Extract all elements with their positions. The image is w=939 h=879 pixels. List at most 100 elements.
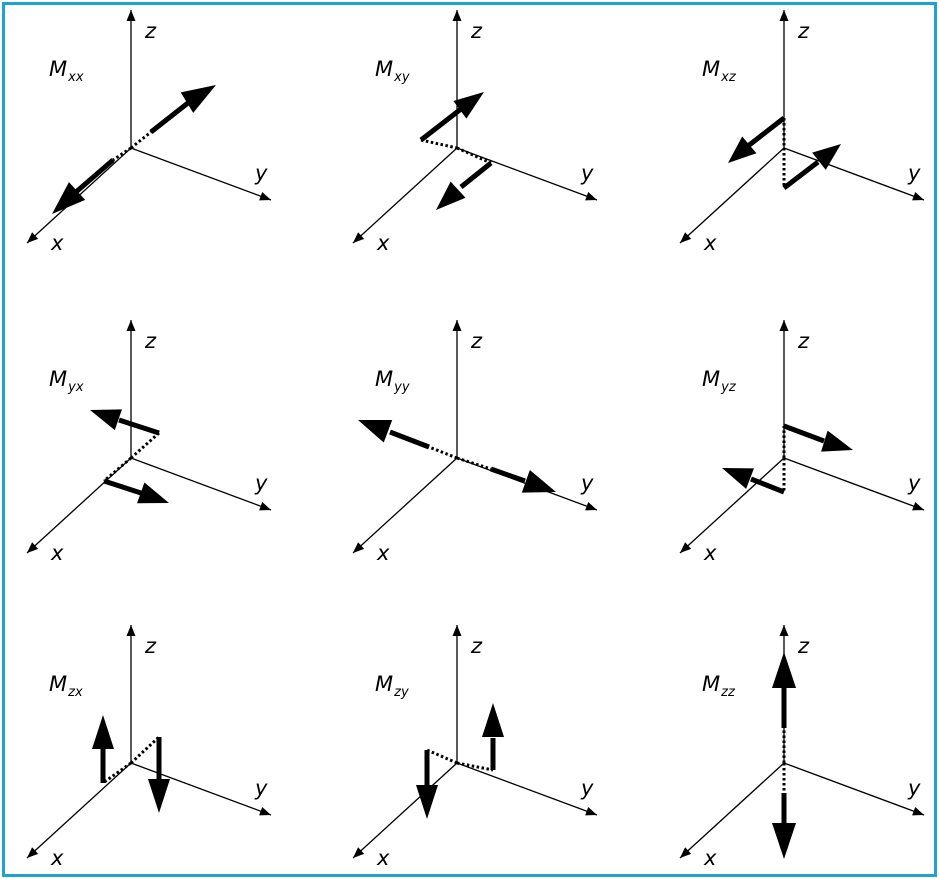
lever-arm-dashed — [130, 130, 152, 150]
x-axis-arrowhead — [680, 232, 692, 243]
component-label: Mxy — [375, 57, 410, 85]
x-axis-line — [679, 762, 785, 859]
z-axis-label: z — [144, 634, 157, 658]
y-axis-label: y — [907, 471, 921, 495]
z-axis-arrowhead — [126, 320, 136, 331]
y-axis-line — [130, 762, 272, 816]
force-shaft — [490, 466, 526, 484]
component-label: Myy — [375, 367, 410, 395]
y-axis-line — [783, 762, 925, 816]
z-axis-label: z — [797, 634, 810, 658]
force-arrowhead — [722, 468, 754, 489]
x-axis-label: x — [376, 541, 390, 565]
component-subscript: yz — [720, 380, 737, 395]
x-axis-label: x — [50, 541, 64, 565]
force-vector — [358, 420, 458, 460]
z-axis-label: z — [797, 329, 810, 353]
x-axis-label: x — [376, 846, 390, 870]
y-axis-label: y — [580, 161, 594, 185]
component-subscript: yy — [393, 380, 410, 395]
component-subscript: zx — [67, 685, 83, 700]
force-shaft — [103, 478, 142, 496]
x-axis-line — [352, 762, 458, 859]
force-vector — [772, 652, 796, 763]
z-axis-label: z — [470, 19, 483, 43]
z-axis-label: z — [470, 634, 483, 658]
x-axis-arrowhead — [27, 542, 39, 553]
force-shaft — [750, 476, 785, 495]
force-vector — [416, 748, 458, 819]
force-vector — [419, 92, 484, 150]
force-vector — [52, 146, 132, 214]
force-vector — [90, 409, 160, 460]
component-label: Myx — [49, 367, 84, 395]
force-shaft — [746, 116, 786, 148]
z-axis-label: z — [144, 19, 157, 43]
force-shaft — [149, 97, 195, 134]
y-axis-line — [130, 147, 272, 201]
lever-arm-dashed — [130, 431, 160, 460]
y-axis-arrowhead — [585, 806, 597, 816]
x-axis-line — [26, 762, 132, 859]
force-shaft — [782, 160, 820, 190]
y-axis-label: y — [580, 776, 594, 800]
z-axis-arrowhead — [126, 625, 136, 636]
force-vector — [782, 423, 853, 458]
lever-arm-dashed — [456, 456, 492, 471]
force-arrowhead — [148, 779, 170, 813]
force-arrowhead — [90, 409, 122, 431]
y-axis-line — [783, 147, 925, 201]
force-arrowhead — [728, 136, 757, 163]
x-axis-label: x — [703, 846, 717, 870]
x-axis-arrowhead — [27, 232, 39, 243]
lever-arm-dashed — [428, 445, 458, 460]
component-subscript: xy — [393, 70, 410, 85]
force-arrowhead — [52, 182, 86, 214]
force-vector — [456, 703, 504, 772]
z-axis-label: z — [797, 19, 810, 43]
x-axis-arrowhead — [353, 542, 365, 553]
y-axis-line — [783, 457, 925, 511]
x-axis-arrowhead — [680, 542, 692, 553]
force-shaft — [783, 423, 825, 444]
x-axis-label: x — [376, 231, 390, 255]
z-axis-label: z — [470, 329, 483, 353]
z-axis-arrowhead — [126, 10, 136, 21]
x-axis-label: x — [703, 541, 717, 565]
x-axis-arrowhead — [680, 847, 692, 858]
x-axis-arrowhead — [353, 847, 365, 858]
force-shaft — [389, 429, 430, 450]
z-axis-label: z — [144, 329, 157, 353]
force-arrowhead — [436, 181, 466, 210]
force-shaft — [459, 161, 493, 189]
force-shaft — [419, 107, 463, 142]
lever-arm-dashed — [129, 735, 161, 765]
force-vector — [129, 735, 170, 813]
lever-arm-dashed — [103, 456, 132, 483]
force-arrowhead — [358, 420, 393, 443]
lever-arm-dashed — [420, 138, 458, 150]
force-shaft — [74, 158, 115, 194]
force-vector — [772, 763, 796, 859]
force-arrowhead — [821, 430, 853, 452]
force-vector — [130, 85, 216, 150]
z-axis-arrowhead — [452, 10, 462, 21]
z-axis-arrowhead — [779, 625, 789, 636]
x-axis-label: x — [703, 231, 717, 255]
component-label: Myz — [702, 367, 737, 395]
force-arrowhead — [180, 85, 216, 113]
panel-mxy: z y x Mxy — [352, 10, 598, 255]
y-axis-line — [130, 457, 272, 511]
force-arrowhead — [812, 144, 841, 170]
y-axis-arrowhead — [585, 501, 597, 511]
y-axis-label: y — [254, 776, 268, 800]
y-axis-arrowhead — [585, 191, 597, 201]
